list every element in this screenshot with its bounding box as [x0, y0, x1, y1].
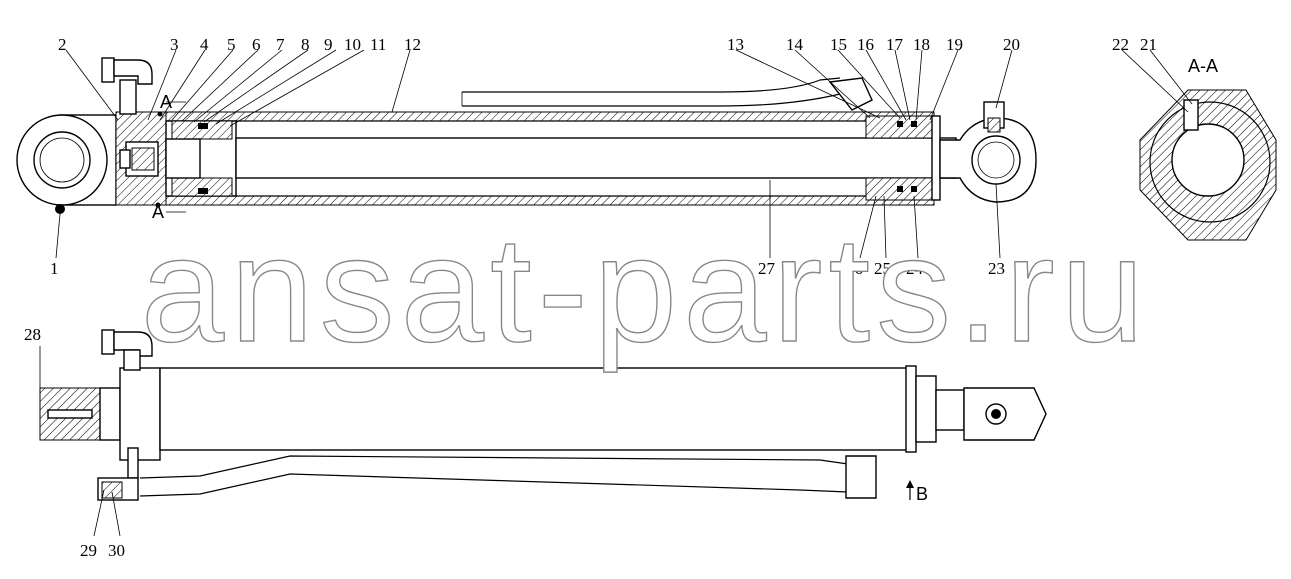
callout-10: 10: [344, 35, 361, 54]
section-label: A-A: [1188, 56, 1218, 76]
callout-9: 9: [324, 35, 333, 54]
rear-clevis: [39, 387, 121, 441]
callout-20: 20: [1003, 35, 1020, 54]
rear-eye: [16, 114, 117, 214]
piston: [165, 120, 237, 197]
callout-18: 18: [913, 35, 930, 54]
cut-mark-top: A: [160, 92, 172, 112]
outer-view: B: [39, 329, 1047, 504]
section-cut-marks: A A: [152, 92, 186, 222]
cut-mark-bottom: A: [152, 202, 164, 222]
port-fitting-outer: [101, 329, 153, 371]
callout-14: 14: [786, 35, 804, 54]
callout-15: 15: [830, 35, 847, 54]
port-fitting-rear: [101, 57, 153, 115]
view-label: B: [916, 484, 928, 504]
rod-gland: [865, 115, 941, 201]
callout-7: 7: [276, 35, 285, 54]
callout-3: 3: [170, 35, 179, 54]
callout-23: 23: [988, 259, 1005, 278]
hydraulic-tube-bottom: [97, 447, 877, 501]
bolt-icon: [991, 409, 1001, 419]
rear-head-block: [115, 111, 167, 206]
front-eye: [939, 101, 1037, 203]
rear-body: [119, 367, 161, 461]
callout-28: 28: [24, 325, 41, 344]
callout-25: 25: [874, 259, 891, 278]
callout-8: 8: [301, 35, 310, 54]
barrel-outer: [159, 367, 911, 451]
callout-11: 11: [370, 35, 386, 54]
grease-nipple-icon: [55, 204, 65, 214]
callout-29: 29: [80, 541, 97, 560]
callout-5: 5: [227, 35, 236, 54]
piston-rod: [235, 137, 957, 179]
callout-24: 24: [906, 259, 924, 278]
callout-16: 16: [857, 35, 874, 54]
callout-19: 19: [946, 35, 963, 54]
rod-outer: [935, 389, 965, 431]
callout-1: 1: [50, 259, 59, 278]
hydraulic-tube-top: [461, 77, 873, 111]
callout-4: 4: [200, 35, 209, 54]
callout-13: 13: [727, 35, 744, 54]
callout-26: 26: [846, 259, 863, 278]
callout-22: 22: [1112, 35, 1129, 54]
section-a-a: A-A: [1139, 56, 1277, 241]
callout-30: 30: [108, 541, 125, 560]
callout-21: 21: [1140, 35, 1157, 54]
sectional-view: A A: [16, 57, 1037, 222]
callout-2: 2: [58, 35, 67, 54]
callout-17: 17: [886, 35, 904, 54]
callout-6: 6: [252, 35, 261, 54]
callout-27: 27: [758, 259, 776, 278]
callout-numbers: 2 3 4 5 6 7 8 9 10 11 12 13 14 15 16 17 …: [24, 35, 1157, 560]
callout-12: 12: [404, 35, 421, 54]
leader-lines: [39, 49, 1193, 537]
